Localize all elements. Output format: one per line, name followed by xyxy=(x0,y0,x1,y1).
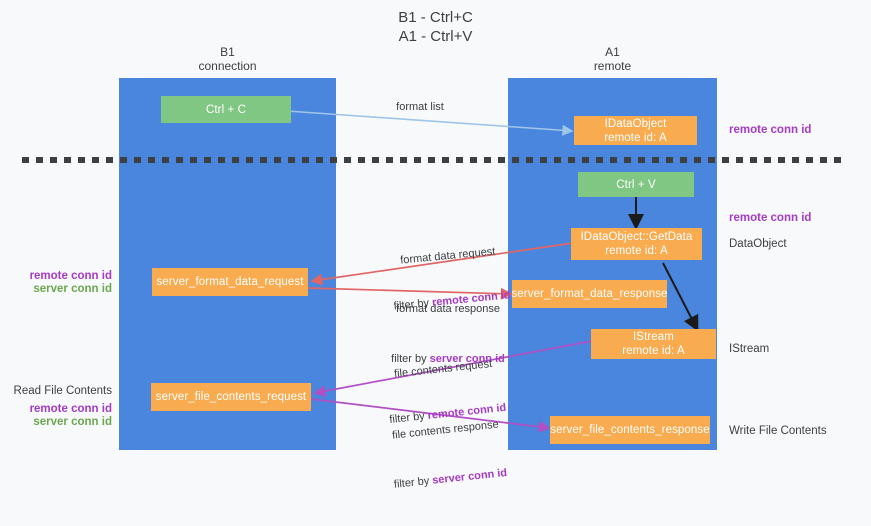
lane-header-a1-name: A1 xyxy=(605,45,620,59)
edge-label-fcresp-filter-prefix: filter by xyxy=(393,474,433,491)
annotation-left-low-remote-conn-id: remote conn id xyxy=(29,403,112,415)
section-divider xyxy=(22,157,848,163)
edge-label-format-data-response: format data response filter by server co… xyxy=(368,272,528,397)
lane-header-a1-role: remote xyxy=(593,59,632,73)
edge-label-fdresp-filter: filter by server conn id xyxy=(368,352,528,367)
annotation-left-mid-server-conn-id: server conn id xyxy=(33,283,112,295)
node-istream-line2: remote id: A xyxy=(622,345,685,357)
title-line-1: B1 - Ctrl+C xyxy=(398,9,473,26)
annotation-left-mid-remote-conn-id: remote conn id xyxy=(29,270,112,282)
annotation-right-write-file-contents: Write File Contents xyxy=(729,425,827,437)
edge-label-fcresp-filter-key: server conn id xyxy=(431,466,508,487)
edge-label-fdresp-filter-key: server conn id xyxy=(429,353,505,365)
edge-label-fdresp-line1: format data response xyxy=(396,303,500,315)
node-server-file-contents-response[interactable]: server_file_contents_response xyxy=(550,416,710,444)
node-istream-line1: IStream xyxy=(633,331,674,343)
node-idataobject-getdata[interactable]: IDataObject::GetData remote id: A xyxy=(571,228,702,260)
annotation-right-mid-remote-conn-id: remote conn id xyxy=(729,212,812,224)
annotation-left-low-server-conn-id: server conn id xyxy=(33,416,112,428)
edge-label-file-contents-response: file contents response filter by server … xyxy=(357,384,539,525)
edge-label-format-list: format list xyxy=(396,101,444,113)
node-ctrl-c[interactable]: Ctrl + C xyxy=(161,96,291,123)
page-title: B1 - Ctrl+C A1 - Ctrl+V xyxy=(0,8,871,46)
node-server-file-contents-request[interactable]: server_file_contents_request xyxy=(151,383,311,411)
lane-header-b1-name: B1 xyxy=(220,45,235,59)
edge-label-fdreq-line1: format data request xyxy=(399,245,496,267)
diagram-canvas: B1 - Ctrl+C A1 - Ctrl+V B1 connection A1… xyxy=(0,8,871,491)
lane-header-b1: B1 connection xyxy=(119,45,336,73)
node-getdata-line1: IDataObject::GetData xyxy=(580,231,693,243)
annotation-right-dataobject: DataObject xyxy=(729,238,787,250)
annotation-right-istream: IStream xyxy=(729,343,770,355)
node-idataobject-line1: IDataObject xyxy=(604,117,667,130)
node-server-format-data-request[interactable]: server_format_data_request xyxy=(152,268,308,296)
node-istream[interactable]: IStream remote id: A xyxy=(591,329,716,359)
title-line-2: A1 - Ctrl+V xyxy=(398,28,473,45)
lane-header-a1: A1 remote xyxy=(508,45,717,73)
node-server-format-data-response[interactable]: server_format_data_response xyxy=(511,280,667,308)
annotation-right-top-remote-conn-id: remote conn id xyxy=(729,124,812,136)
node-idataobject[interactable]: IDataObject remote id: A xyxy=(574,116,697,145)
node-ctrl-v[interactable]: Ctrl + V xyxy=(578,172,694,197)
lane-header-b1-role: connection xyxy=(198,59,257,73)
node-idataobject-line2: remote id: A xyxy=(604,131,667,144)
annotation-left-read-file-contents: Read File Contents xyxy=(13,385,112,397)
edge-label-fcresp-line1: file contents response xyxy=(391,418,500,442)
edge-label-fcresp-filter: filter by server conn id xyxy=(365,463,536,496)
edge-label-fcreq-line1: file contents request xyxy=(393,358,493,381)
edge-label-fdresp-filter-prefix: filter by xyxy=(391,353,430,365)
node-getdata-line2: remote id: A xyxy=(605,245,668,257)
